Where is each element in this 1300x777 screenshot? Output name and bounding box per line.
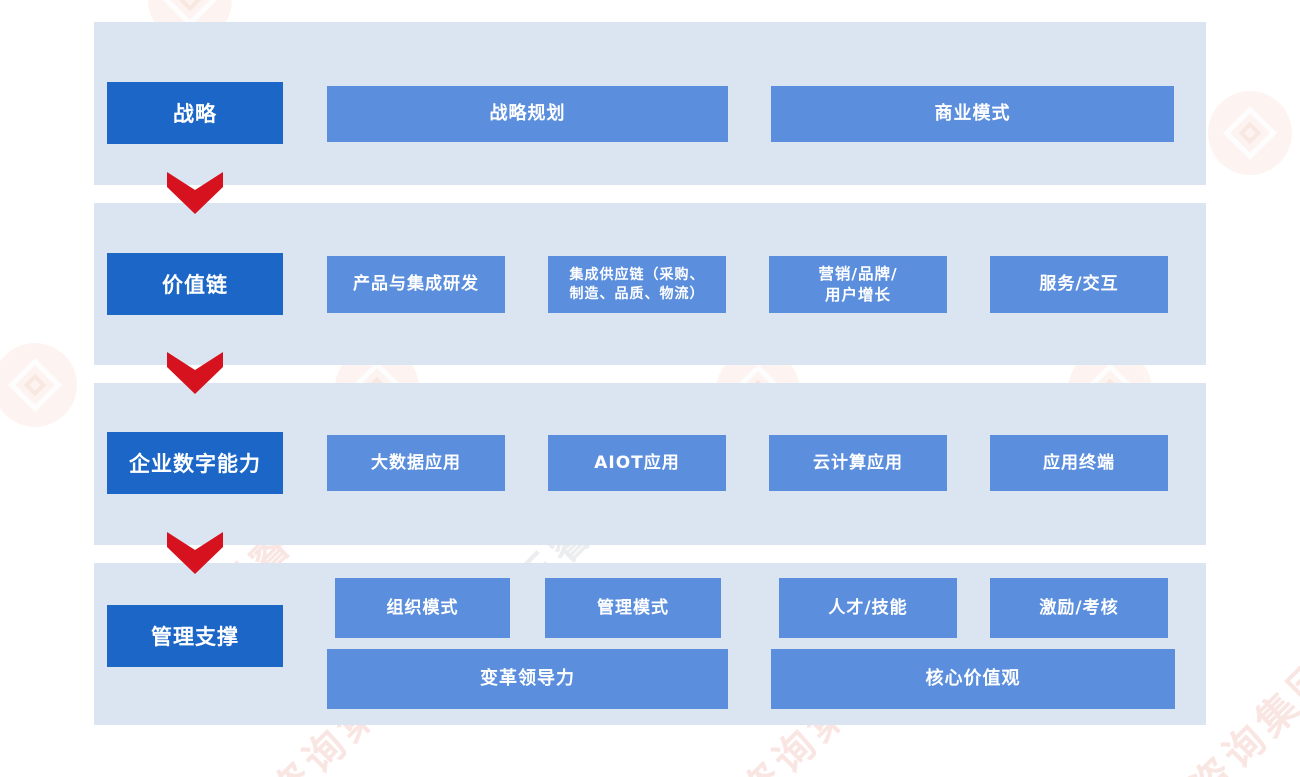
item-change-leadership: 变革领导力 bbox=[327, 649, 728, 709]
item-cloud-application: 云计算应用 bbox=[769, 435, 947, 491]
watermark-logo-icon bbox=[1208, 91, 1292, 175]
item-aiot-application: AIOT应用 bbox=[548, 435, 726, 491]
item-business-model: 商业模式 bbox=[771, 86, 1174, 142]
down-chevron-arrow-icon bbox=[167, 352, 223, 394]
item-application-terminal: 应用终端 bbox=[990, 435, 1168, 491]
item-service-interaction: 服务/交互 bbox=[990, 256, 1168, 313]
row-label-value-chain: 价值链 bbox=[107, 253, 283, 315]
item-marketing-brand-growth: 营销/品牌/ 用户增长 bbox=[769, 256, 947, 313]
item-organization-model: 组织模式 bbox=[335, 578, 510, 638]
item-product-integrated-rd: 产品与集成研发 bbox=[327, 256, 505, 313]
item-big-data-application: 大数据应用 bbox=[327, 435, 505, 491]
watermark-logo-icon bbox=[0, 343, 77, 427]
row-label-management-support: 管理支撑 bbox=[107, 605, 283, 667]
down-chevron-arrow-icon bbox=[167, 532, 223, 574]
row-label-strategy: 战略 bbox=[107, 82, 283, 144]
row-label-digital-capability: 企业数字能力 bbox=[107, 432, 283, 494]
item-core-values: 核心价值观 bbox=[771, 649, 1175, 709]
item-management-model: 管理模式 bbox=[545, 578, 721, 638]
item-talent-skills: 人才/技能 bbox=[779, 578, 957, 638]
down-chevron-arrow-icon bbox=[167, 172, 223, 214]
item-strategic-planning: 战略规划 bbox=[327, 86, 728, 142]
item-incentive-assessment: 激励/考核 bbox=[990, 578, 1168, 638]
item-integrated-supply-chain: 集成供应链（采购、 制造、品质、物流） bbox=[548, 256, 726, 313]
